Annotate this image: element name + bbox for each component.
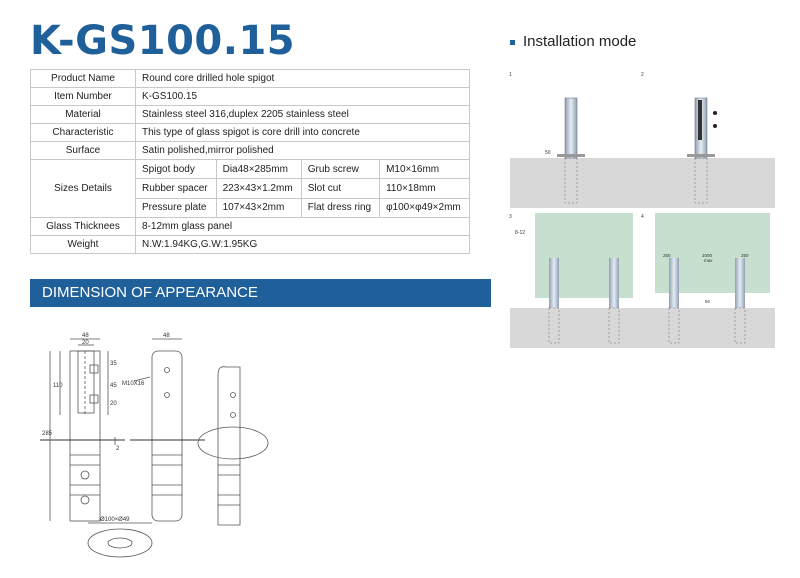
step-label: 3 [509,214,512,220]
table-row: Sizes Details Spigot body Dia48×285mm Gr… [30,158,470,218]
table-row: Rubber spacer 223×43×1.2mm Slot cut 110×… [31,178,470,199]
spec-label: Glass Thicknees [30,217,136,236]
dim-label: 50 [705,299,711,304]
dimension-section-header: DIMENSION OF APPEARANCE [30,279,491,307]
installation-heading: Installation mode [510,33,636,50]
spec-value: Stainless steel 316,duplex 2205 stainles… [135,105,470,124]
table-row: Pressure plate 107×43×2mm Flat dress rin… [31,197,470,219]
step-label: 4 [641,214,644,220]
size-cell: M10×16mm [379,158,470,180]
dim-label: 20 [82,340,89,346]
size-cell: 110×18mm [379,178,470,199]
spec-label: Sizes Details [30,159,136,218]
table-row: Characteristic This type of glass spigot… [30,123,470,142]
dim-label: 110 [53,383,63,389]
grub-screw-icon [89,394,99,404]
dim-label: 48 [82,333,89,339]
spec-value: Satin polished,mirror polished [135,141,470,160]
dim-label: 8-12 [515,230,525,236]
grub-screw-icon [89,364,99,374]
spec-value: N.W:1.94KG,G.W:1.95KG [135,235,470,254]
size-cell: Rubber spacer [135,178,217,199]
dim-label: 1000 [702,253,713,258]
concrete-slab [510,308,775,348]
installation-illustration: 1 2 3 4 50 8-12 250 1000 max 250 50 [509,72,775,348]
size-cell: Grub screw [300,158,381,180]
step-label: 2 [641,72,644,78]
size-cell: Slot cut [300,178,381,199]
spigot-3d-body [217,366,241,526]
spec-label: Material [30,105,136,124]
concrete-slab [510,158,775,208]
size-cell: Dia48×285mm [215,158,302,180]
bullet-square-icon [510,39,515,45]
spigot-side-body [151,350,183,522]
size-cell: φ100×φ49×2mm [379,197,470,219]
dim-label: 2 [116,446,120,452]
size-cell: Flat dress ring [300,197,381,219]
dim-label: 35 [110,361,117,367]
dress-ring [197,426,269,460]
spec-label: Characteristic [30,123,136,142]
spec-value: This type of glass spigot is core drill … [135,123,470,142]
dim-label: 50 [545,150,551,156]
spec-label: Weight [30,235,136,254]
dim-label: M10X16 [122,381,145,387]
dress-ring-flat [87,528,153,558]
spec-label: Surface [30,141,136,160]
table-row: Weight N.W:1.94KG,G.W:1.95KG [30,235,470,254]
spec-table: Product Name Round core drilled hole spi… [30,69,470,254]
dim-label: 45 [110,383,117,389]
spec-label: Item Number [30,87,136,106]
spec-value: K-GS100.15 [135,87,470,106]
dimension-drawing: 48 20 48 110 285 35 45 20 2 M10X16 Ø100×… [40,333,269,558]
dim-label: max [704,258,713,263]
size-cell: Pressure plate [135,197,217,219]
dim-label: 48 [163,333,170,339]
dim-label: Ø100×Ø49 [100,517,130,523]
size-cell: Spigot body [135,158,217,180]
spec-value: 8-12mm glass panel [135,217,470,236]
table-row: Surface Satin polished,mirror polished [30,141,470,160]
spec-value: Round core drilled hole spigot [135,69,470,88]
table-row: Product Name Round core drilled hole spi… [30,69,470,88]
dim-label: 250 [741,253,749,258]
step-label: 1 [509,72,512,78]
installation-heading-text: Installation mode [523,33,637,50]
spec-label: Product Name [30,69,136,88]
dim-label: 20 [110,401,117,407]
slot-cut [77,350,95,414]
table-row: Item Number K-GS100.15 [30,87,470,106]
size-cell: 107×43×2mm [215,197,302,219]
table-row: Material Stainless steel 316,duplex 2205… [30,105,470,124]
dim-label: 250 [663,253,671,258]
product-title: K-GS100.15 [30,18,296,64]
dim-label: 285 [42,431,53,437]
size-cell: 223×43×1.2mm [215,178,302,199]
table-row: Glass Thicknees 8-12mm glass panel [30,217,470,236]
